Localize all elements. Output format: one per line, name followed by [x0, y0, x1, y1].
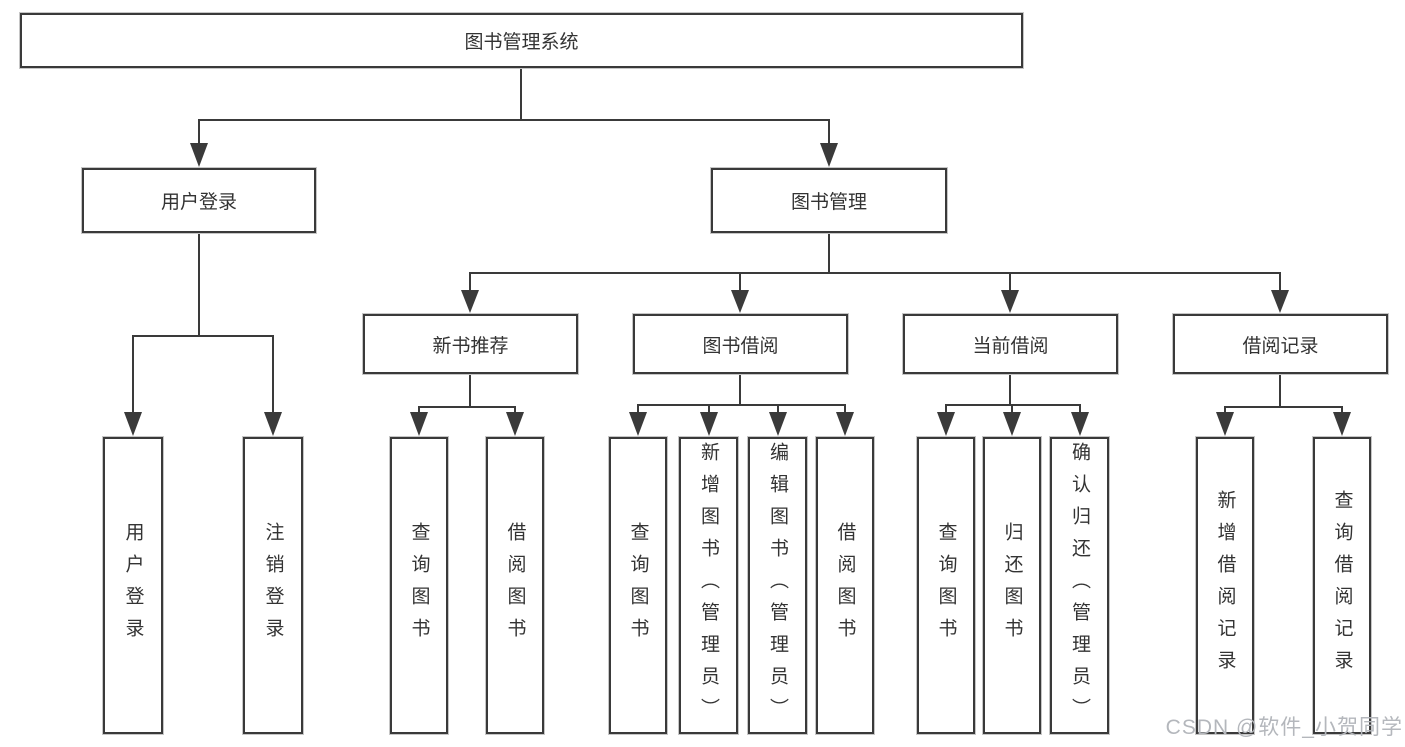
node-root: 图书管理系统: [20, 13, 1023, 68]
leaf-return-book-label: 归还图书: [1001, 521, 1023, 650]
leaf-query-books-2-label: 查询图书: [627, 521, 649, 650]
node-new-book-recommend: 新书推荐: [363, 314, 578, 374]
leaf-query-books-3: 查询图书: [917, 437, 975, 734]
leaf-borrow-books-1-label: 借阅图书: [504, 521, 526, 650]
leaf-return-book: 归还图书: [983, 437, 1041, 734]
arrow-down-icon: [937, 412, 955, 436]
leaf-borrow-books-1: 借阅图书: [486, 437, 544, 734]
leaf-edit-book-admin-label: 编辑图书（管理员）: [767, 441, 788, 730]
leaf-query-books-2: 查询图书: [609, 437, 667, 734]
leaf-user-login-label: 用户登录: [122, 521, 144, 650]
leaf-borrow-books-2: 借阅图书: [816, 437, 874, 734]
leaf-logout: 注销登录: [243, 437, 303, 734]
leaf-add-book-admin: 新增图书（管理员）: [679, 437, 738, 734]
leaf-add-borrow-record-label: 新增借阅记录: [1214, 489, 1236, 682]
arrow-down-icon: [629, 412, 647, 436]
leaf-confirm-return-admin: 确认归还（管理员）: [1050, 437, 1109, 734]
node-book-management: 图书管理: [711, 168, 947, 233]
leaf-confirm-return-admin-label: 确认归还（管理员）: [1069, 441, 1090, 730]
arrow-down-icon: [731, 290, 749, 313]
arrow-down-icon: [506, 412, 524, 436]
node-borrow-records: 借阅记录: [1173, 314, 1388, 374]
leaf-query-books-1-label: 查询图书: [408, 521, 430, 650]
arrow-down-icon: [1071, 412, 1089, 436]
arrow-down-icon: [1001, 290, 1019, 313]
arrow-down-icon: [410, 412, 428, 436]
arrow-down-icon: [769, 412, 787, 436]
arrow-down-icon: [1003, 412, 1021, 436]
leaf-borrow-books-2-label: 借阅图书: [834, 521, 856, 650]
arrow-down-icon: [190, 143, 208, 167]
leaf-logout-label: 注销登录: [262, 521, 284, 650]
arrow-down-icon: [820, 143, 838, 167]
arrow-down-icon: [264, 412, 282, 436]
arrow-down-icon: [124, 412, 142, 436]
node-book-management-label: 图书管理: [790, 192, 867, 213]
leaf-user-login: 用户登录: [103, 437, 163, 734]
node-book-borrow-label: 图书借阅: [702, 335, 779, 357]
arrow-down-icon: [461, 290, 479, 313]
arrow-down-icon: [700, 412, 718, 436]
arrow-down-icon: [1216, 412, 1234, 436]
leaf-query-books-1: 查询图书: [390, 437, 448, 734]
node-borrow-records-label: 借阅记录: [1242, 335, 1319, 357]
leaf-query-borrow-record: 查询借阅记录: [1313, 437, 1371, 734]
node-book-borrow: 图书借阅: [633, 314, 848, 374]
arrow-down-icon: [1271, 290, 1289, 313]
node-new-book-recommend-label: 新书推荐: [432, 335, 509, 357]
arrow-down-icon: [836, 412, 854, 436]
leaf-query-books-3-label: 查询图书: [935, 521, 957, 650]
node-root-label: 图书管理系统: [464, 32, 579, 53]
leaf-add-borrow-record: 新增借阅记录: [1196, 437, 1254, 734]
node-user-login-label: 用户登录: [160, 192, 237, 213]
node-current-borrow-label: 当前借阅: [972, 335, 1049, 357]
leaf-edit-book-admin: 编辑图书（管理员）: [748, 437, 807, 734]
node-user-login: 用户登录: [82, 168, 316, 233]
arrow-down-icon: [1333, 412, 1351, 436]
node-current-borrow: 当前借阅: [903, 314, 1118, 374]
leaf-add-book-admin-label: 新增图书（管理员）: [698, 441, 719, 730]
leaf-query-borrow-record-label: 查询借阅记录: [1331, 489, 1353, 682]
